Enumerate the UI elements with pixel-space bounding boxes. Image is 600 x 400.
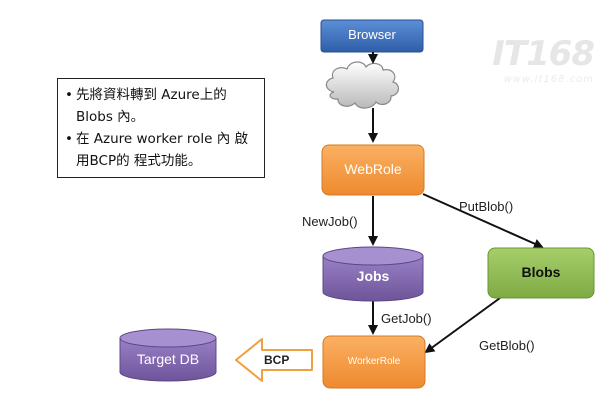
newjob-label: NewJob() [302,214,358,229]
jobs-node [322,246,424,302]
target-db-label: Target DB [136,351,200,367]
getblob-label: GetBlob() [479,338,535,353]
webrole-label: WebRole [344,161,402,177]
blobs-label: Blobs [521,264,561,280]
bcp-label: BCP [264,353,290,367]
internet-cloud-icon [325,61,399,109]
jobs-label: Jobs [356,268,390,284]
getjob-label: GetJob() [381,311,432,326]
note-item: 在 Azure worker role 內 啟用BCP的 程式功能。 [65,128,256,172]
watermark-logo: IT168 [492,34,595,74]
bcp-arrow [235,338,313,382]
workerrole-label: WorkerRole [347,356,401,367]
note-item: 先將資料轉到 Azure上的 Blobs 內。 [65,84,256,128]
edge-blobs-workerrole [424,297,501,354]
watermark-url: www.it168.com [503,74,594,85]
workerrole-node [322,335,426,389]
blobs-node [487,247,595,299]
webrole-node [321,144,425,196]
target-db-node [119,328,217,382]
browser-label: Browser [348,27,396,42]
putblob-label: PutBlob() [459,199,514,214]
edge-webrole-blobs [422,193,544,249]
note-list: 先將資料轉到 Azure上的 Blobs 內。 在 Azure worker r… [65,84,256,172]
note-box: 先將資料轉到 Azure上的 Blobs 內。 在 Azure worker r… [57,78,265,178]
